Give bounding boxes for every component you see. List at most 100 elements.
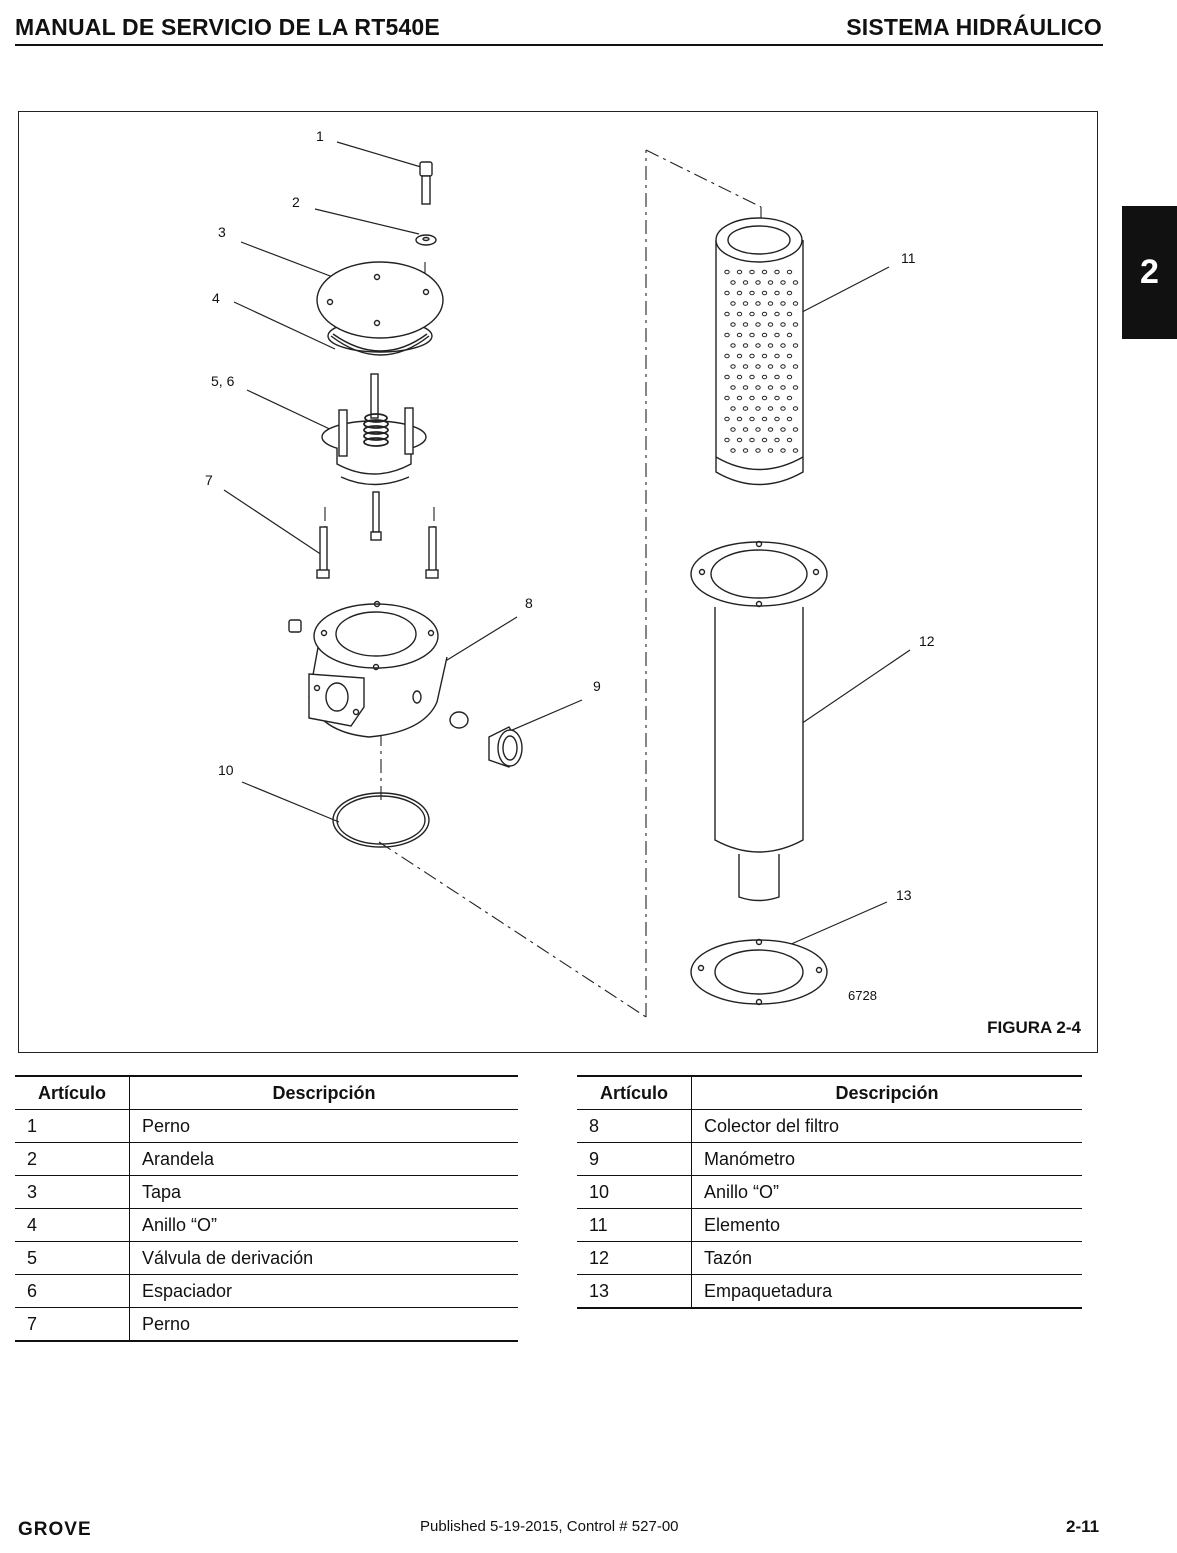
perforation-hole bbox=[749, 353, 755, 359]
column-header-item: Artículo bbox=[577, 1075, 692, 1110]
perforation-hole bbox=[749, 374, 755, 380]
perforation-hole bbox=[792, 322, 799, 327]
perforation-hole bbox=[742, 343, 749, 348]
item-cell: 7 bbox=[15, 1307, 130, 1342]
figure-caption: FIGURA 2-4 bbox=[987, 1018, 1081, 1037]
perforation-hole bbox=[792, 280, 799, 285]
perforation-hole bbox=[736, 311, 743, 317]
perforation-hole bbox=[755, 301, 761, 306]
perforation-hole bbox=[730, 301, 736, 306]
perforation-hole bbox=[730, 322, 736, 327]
callout-11: 11 bbox=[901, 250, 916, 266]
perforation-hole bbox=[724, 269, 730, 275]
part-bypass-valve bbox=[321, 373, 427, 486]
center-lines bbox=[324, 149, 762, 1018]
perforation-hole bbox=[792, 385, 799, 390]
figure-drawing-number: 6728 bbox=[848, 988, 877, 1003]
callout-5-6: 5, 6 bbox=[211, 373, 235, 389]
description-cell: Tapa bbox=[129, 1175, 518, 1209]
description-cell: Anillo “O” bbox=[691, 1175, 1082, 1209]
perforation-hole bbox=[780, 343, 786, 348]
column-header-item: Artículo bbox=[15, 1075, 130, 1110]
perforation-hole bbox=[761, 416, 768, 422]
item-cell: 3 bbox=[15, 1175, 130, 1209]
perforation-hole bbox=[767, 364, 774, 369]
perforation-hole bbox=[736, 290, 743, 296]
perforation-hole bbox=[792, 448, 799, 453]
part-filter-head bbox=[288, 600, 448, 738]
callout-1: 1 bbox=[316, 128, 324, 144]
part-filter-element bbox=[715, 217, 804, 486]
perforation-hole bbox=[724, 290, 730, 296]
perforation-hole bbox=[742, 301, 749, 306]
perforation-hole bbox=[767, 322, 774, 327]
perforation-hole bbox=[761, 311, 768, 317]
perforation-hole bbox=[749, 311, 755, 317]
perforation-hole bbox=[742, 448, 749, 453]
perforation-hole bbox=[761, 332, 768, 338]
item-cell: 10 bbox=[577, 1175, 692, 1209]
footer-page-number: 2-11 bbox=[1066, 1517, 1100, 1536]
perforation-hole bbox=[755, 385, 761, 390]
callout-9: 9 bbox=[593, 678, 601, 694]
perforation-hole bbox=[724, 374, 730, 380]
item-cell: 12 bbox=[577, 1241, 692, 1275]
description-cell: Válvula de derivación bbox=[129, 1241, 518, 1275]
perforation-hole bbox=[792, 406, 799, 411]
perforation-hole bbox=[749, 416, 755, 422]
perforation-hole bbox=[774, 437, 780, 443]
perforation-hole bbox=[730, 343, 736, 348]
part-bolt-top bbox=[419, 161, 433, 205]
perforation-hole bbox=[780, 322, 786, 327]
table-header-row: Artículo Descripción bbox=[577, 1075, 1082, 1110]
part-gauge bbox=[449, 711, 523, 768]
column-header-description: Descripción bbox=[691, 1075, 1082, 1110]
perforation-hole bbox=[780, 385, 786, 390]
part-bolts-bottom bbox=[316, 491, 439, 579]
perforation-hole bbox=[786, 437, 793, 443]
perforation-hole bbox=[767, 427, 774, 432]
perforation-hole bbox=[786, 353, 793, 359]
perforation-hole bbox=[736, 416, 743, 422]
perforation-hole bbox=[786, 374, 793, 380]
header-rule bbox=[15, 44, 1103, 46]
description-cell: Colector del filtro bbox=[691, 1109, 1082, 1143]
perforation-hole bbox=[724, 311, 730, 317]
item-cell: 6 bbox=[15, 1274, 130, 1308]
perforation-hole bbox=[786, 311, 793, 317]
filter-exploded-drawing bbox=[223, 141, 911, 1018]
perforation-hole bbox=[780, 427, 786, 432]
description-cell: Arandela bbox=[129, 1142, 518, 1176]
perforation-hole bbox=[755, 364, 761, 369]
perforation-hole bbox=[749, 437, 755, 443]
callout-3: 3 bbox=[218, 224, 226, 240]
item-cell: 13 bbox=[577, 1274, 692, 1309]
description-cell: Empaquetadura bbox=[691, 1274, 1082, 1309]
perforation-hole bbox=[755, 343, 761, 348]
perforation-hole bbox=[724, 353, 730, 359]
footer-brand: GROVE bbox=[18, 1519, 92, 1540]
perforation-hole bbox=[730, 364, 736, 369]
perforation-hole bbox=[774, 395, 780, 401]
perforation-hole bbox=[786, 395, 793, 401]
perforation-hole bbox=[749, 290, 755, 296]
part-o-ring-bottom bbox=[332, 792, 430, 848]
perforation-hole bbox=[786, 290, 793, 296]
part-cover bbox=[316, 261, 444, 353]
perforation-hole bbox=[761, 353, 768, 359]
perforation-hole bbox=[761, 269, 768, 275]
callout-12: 12 bbox=[919, 633, 935, 649]
perforation-hole bbox=[792, 427, 799, 432]
header-manual-title: MANUAL DE SERVICIO DE LA RT540E bbox=[15, 14, 440, 40]
description-cell: Espaciador bbox=[129, 1274, 518, 1308]
perforation-hole bbox=[736, 395, 743, 401]
callout-4: 4 bbox=[212, 290, 220, 306]
perforation-hole bbox=[724, 332, 730, 338]
perforation-hole bbox=[761, 374, 768, 380]
callout-13: 13 bbox=[896, 887, 912, 903]
item-cell: 5 bbox=[15, 1241, 130, 1275]
